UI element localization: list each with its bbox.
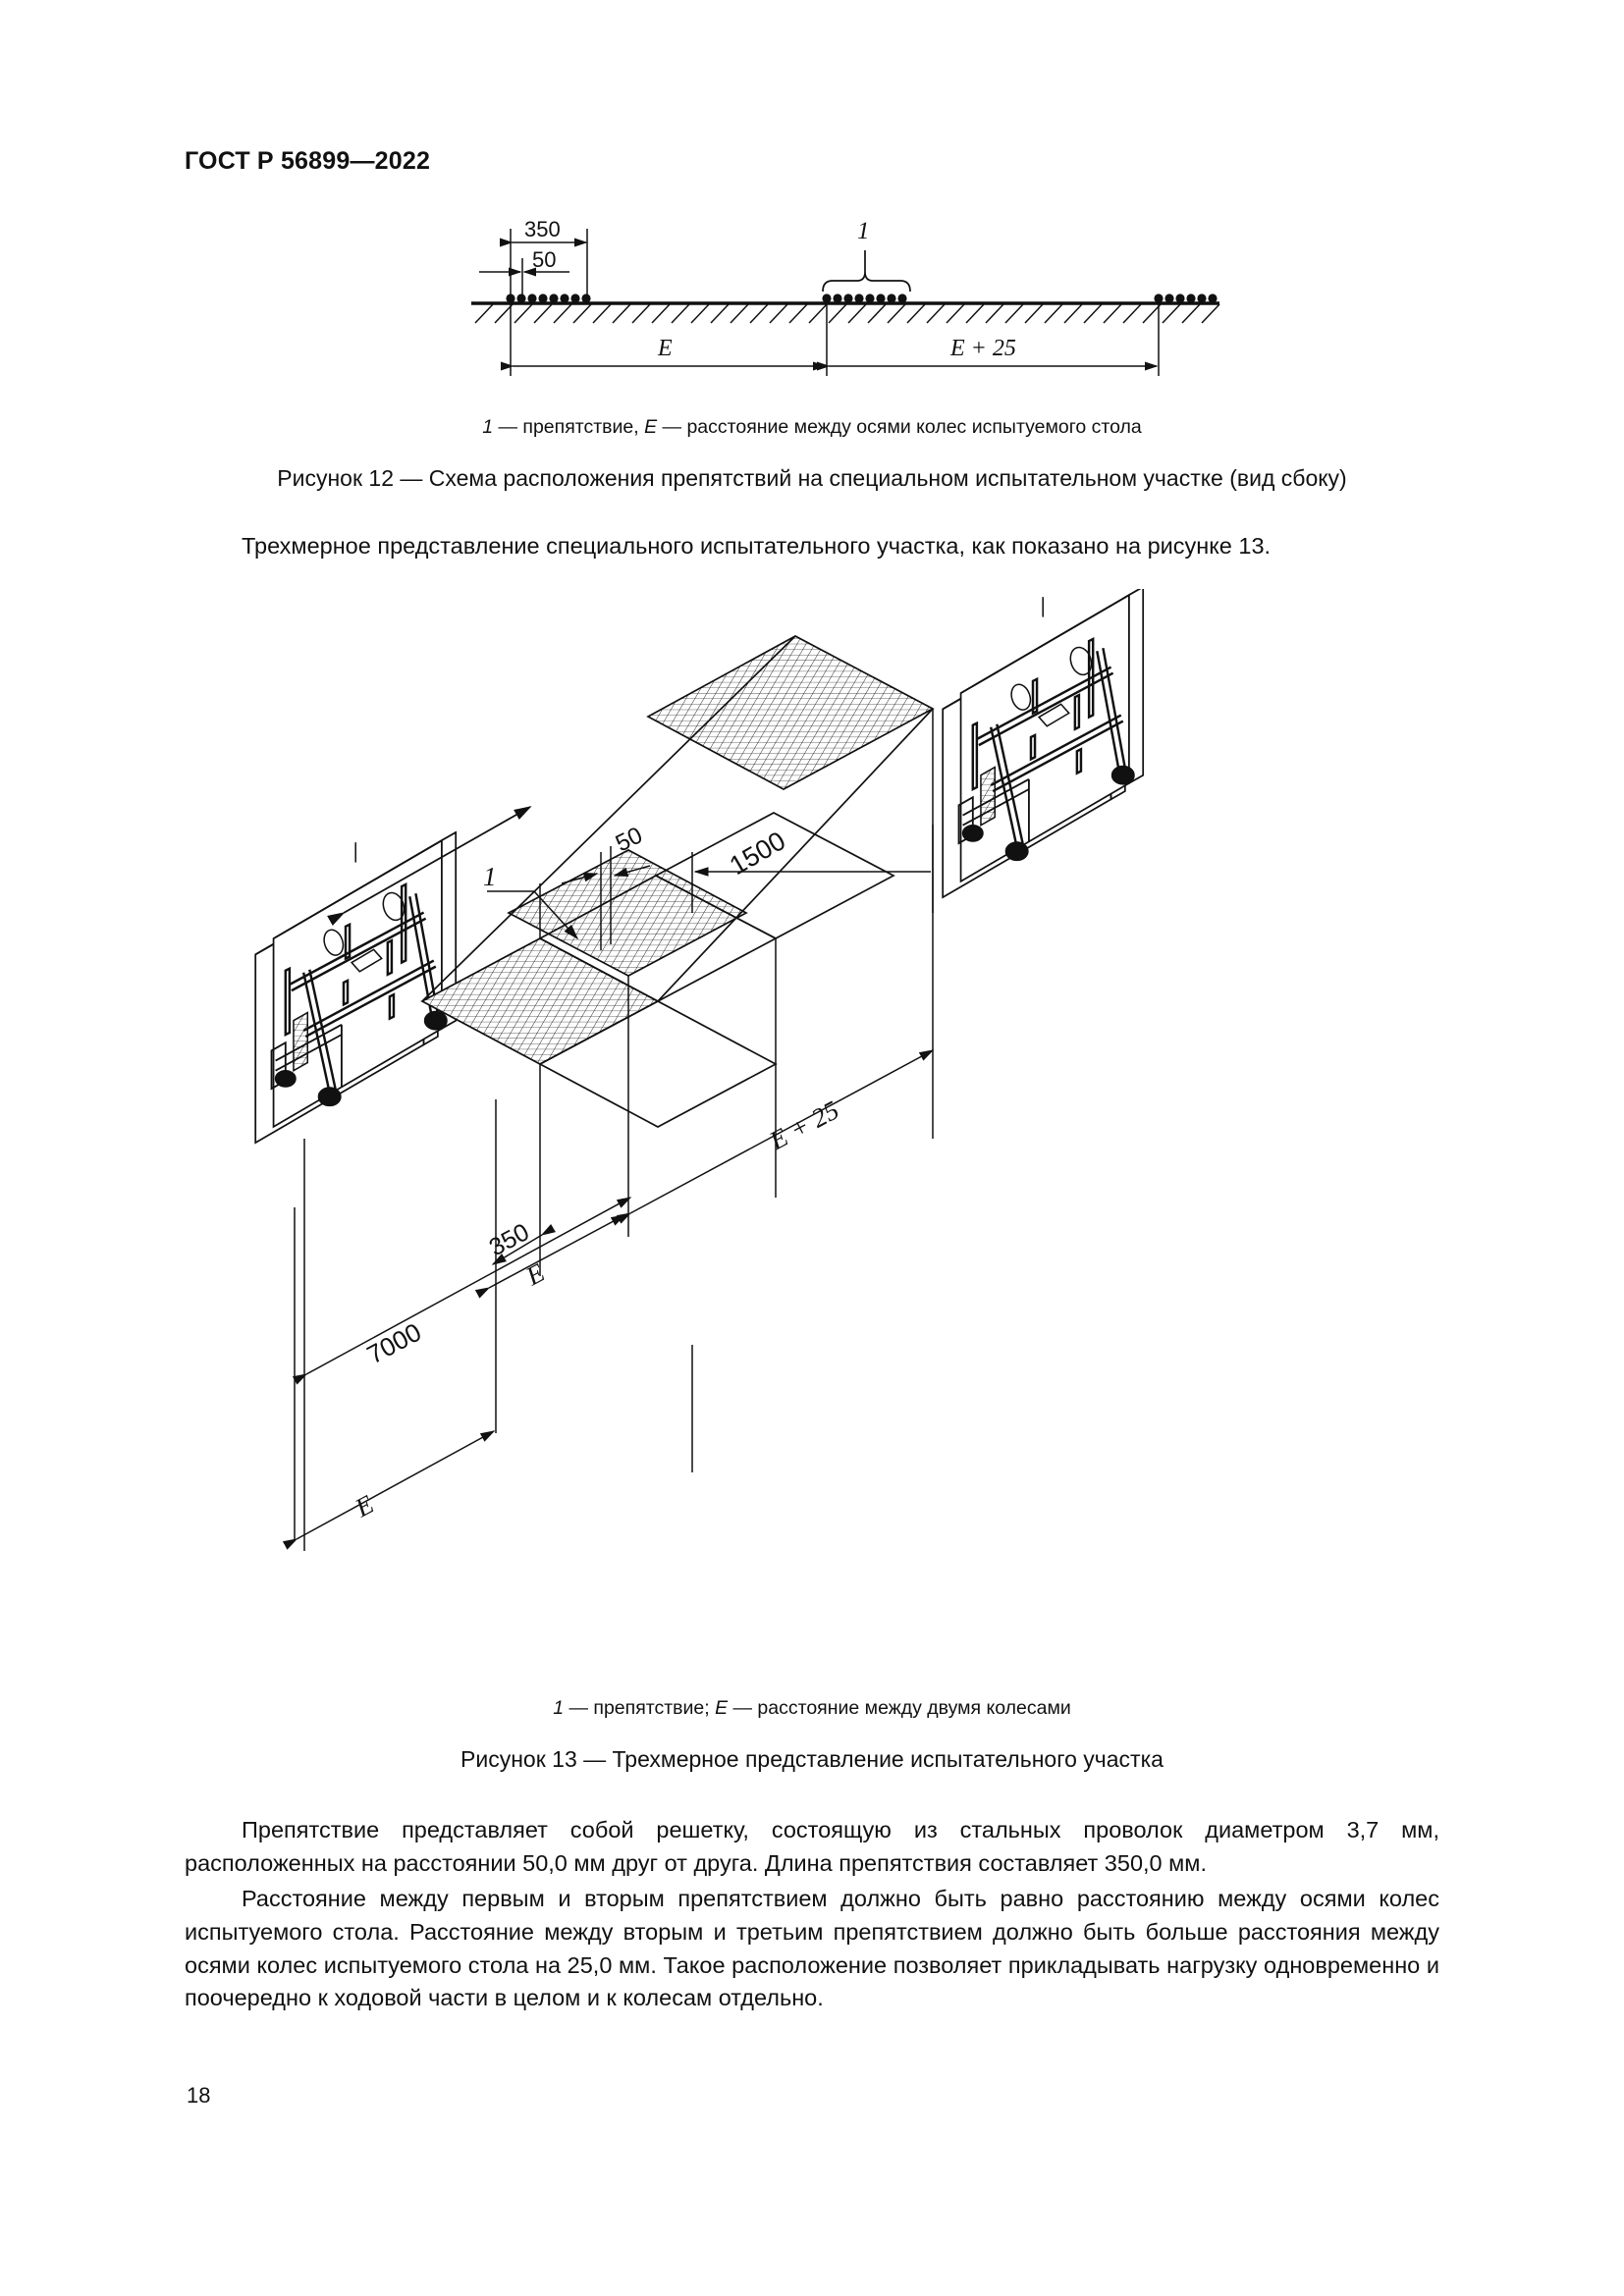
figure-13-title: Рисунок 13 — Трехмерное представление ис… (460, 1746, 1164, 1772)
near-table-assembly (253, 830, 458, 1145)
fig12-callout-1: 1 (857, 218, 870, 244)
fig12-dim-50: 50 (532, 247, 556, 272)
figure-13-drawing: 1500 50 1 350 E (245, 589, 1404, 1679)
figure-12-key-symbol-text: — расстояние между осями колес испытуемо… (657, 416, 1142, 438)
body-paragraph-2: Расстояние между первым и вторым препятс… (185, 1886, 1439, 2011)
figure-12-title: Рисунок 12 — Схема расположения препятст… (277, 465, 1347, 491)
far-table-assembly (941, 589, 1145, 899)
figure-13-key-sep: — препятствие; (564, 1697, 716, 1719)
figure-12-key: 1 — препятствие, E — расстояние между ос… (0, 414, 1624, 440)
fig12-dim-E: E (657, 336, 673, 361)
fig13-callout-1: 1 (483, 862, 497, 891)
intro-paragraph: Трехмерное представление специального ис… (242, 533, 1272, 559)
standard-header: ГОСТ Р 56899—2022 (185, 147, 431, 175)
figure-13-key: 1 — препятствие; E — расстояние между дв… (0, 1695, 1624, 1721)
body-paragraph-1: Препятствие представляет собой решетку, … (185, 1817, 1439, 1876)
fig13-dim-50: 50 (612, 822, 647, 857)
fig12-dim-E-plus-25: E + 25 (949, 336, 1016, 361)
figure-12-drawing: 350 50 1 E E + 25 (461, 211, 1227, 388)
figure-12-key-symbol: E (644, 416, 658, 438)
page-number: 18 (187, 2083, 211, 2108)
figure-13-key-symbol: E (715, 1697, 729, 1719)
figure-12-key-item: 1 (482, 416, 494, 438)
fig13-dim-E-left: E (350, 1489, 379, 1523)
figure-13-key-item: 1 (553, 1697, 565, 1719)
figure-12-key-sep: — препятствие, (493, 416, 645, 438)
fig12-dim-350: 350 (524, 217, 561, 241)
fig13-dim-7000: 7000 (362, 1317, 426, 1370)
fig13-dim-350: 350 (485, 1218, 534, 1261)
figure-13-key-symbol-text: — расстояние между двумя колесами (728, 1697, 1071, 1719)
fig13-dim-E-mid: E (520, 1257, 550, 1292)
